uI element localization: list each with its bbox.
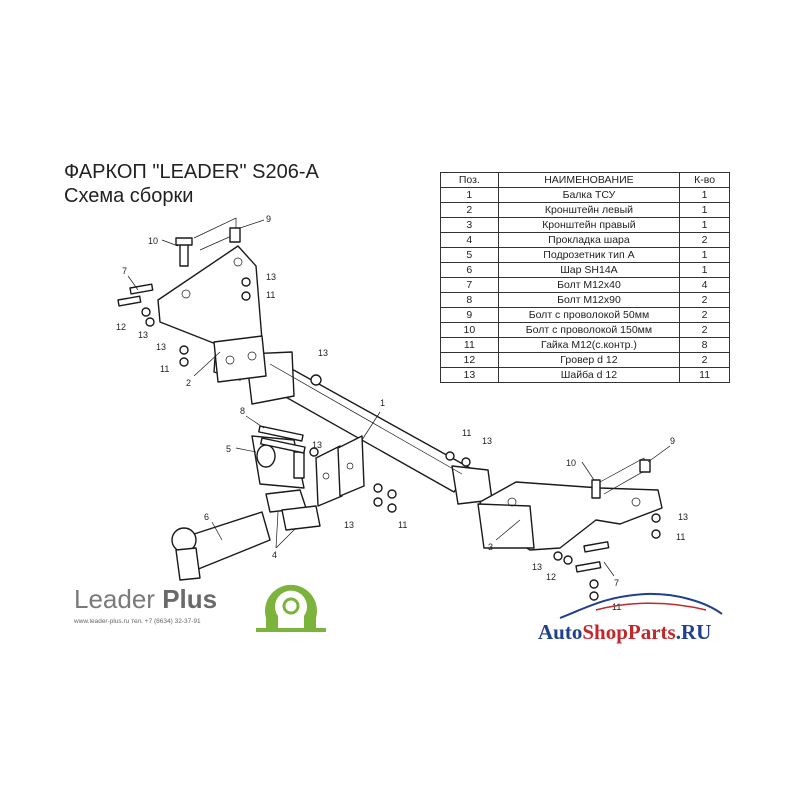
watermark-part-c: .RU: [675, 620, 712, 644]
callout-9-right: 9: [670, 436, 675, 446]
cell-name: Болт М12х90: [497, 292, 681, 308]
callout-13-b: 13: [138, 330, 148, 340]
callout-10-right: 10: [566, 458, 576, 468]
callout-13-h: 13: [678, 512, 688, 522]
part-right-bracket: [477, 481, 663, 551]
fasteners: [117, 217, 661, 601]
cell-name: Болт М12х40: [497, 277, 681, 293]
title-line-2: Схема сборки: [64, 185, 194, 207]
callout-13-c: 13: [156, 342, 166, 352]
watermark-part-b: ShopParts: [582, 620, 676, 644]
callout-7-right: 7: [614, 578, 619, 588]
autoshopparts-watermark: AutoShopParts.RU: [538, 620, 711, 645]
callout-13-g: 13: [344, 520, 354, 530]
callout-6: 6: [204, 512, 209, 522]
callout-12-right: 12: [546, 572, 556, 582]
callout-11-e: 11: [676, 532, 685, 542]
callout-5: 5: [226, 444, 231, 454]
brand-contact: www.leader-plus.ru тел. +7 (8634) 32-37-…: [74, 618, 201, 625]
callout-12-left: 12: [116, 322, 126, 332]
callout-9-left: 9: [266, 214, 271, 224]
title-line-1: ФАРКОП "LEADER" S206-A: [64, 161, 319, 183]
callout-11-a: 11: [266, 290, 275, 300]
part-ball-shims: [265, 489, 321, 531]
watermark-part-a: Auto: [538, 620, 583, 644]
callout-13-d: 13: [318, 348, 328, 358]
callout-11-d: 11: [398, 520, 407, 530]
callout-13-f: 13: [482, 436, 492, 446]
callout-11-f: 11: [612, 602, 621, 612]
callout-13-a: 13: [266, 272, 276, 282]
callout-11-c: 11: [462, 428, 471, 438]
callout-1: 1: [380, 398, 385, 408]
car-silhouette-icon: [559, 592, 723, 619]
brand-name: Leader Plus: [74, 584, 217, 615]
callout-13-e: 13: [312, 440, 322, 450]
leader-plus-logo-icon: [256, 584, 326, 632]
part-tow-ball: [171, 511, 271, 581]
part-beam: [245, 351, 493, 507]
cell-name: Шайба d 12: [497, 367, 681, 383]
callout-11-b: 11: [160, 364, 169, 374]
callout-4: 4: [272, 550, 277, 560]
brand-name-light: Leader: [74, 584, 163, 614]
part-left-bracket: [157, 245, 267, 383]
leader-lines: [127, 219, 671, 577]
callout-2: 2: [186, 378, 191, 388]
callout-3: 3: [488, 542, 493, 552]
callout-10-left: 10: [148, 236, 158, 246]
cell-qty: 11: [679, 367, 730, 383]
brand-name-bold: Plus: [162, 584, 218, 614]
callout-13-i: 13: [532, 562, 542, 572]
cell-name: Кронштейн правый: [497, 217, 681, 233]
diagram-title: ФАРКОП "LEADER" S206-A Схема сборки: [64, 160, 319, 208]
callout-8: 8: [240, 406, 245, 416]
callout-7-left: 7: [122, 266, 127, 276]
callout-numbers: 1 2 3 4 5 6 7 7 8 9 9 10 10 11 11 11 11 …: [116, 214, 688, 612]
